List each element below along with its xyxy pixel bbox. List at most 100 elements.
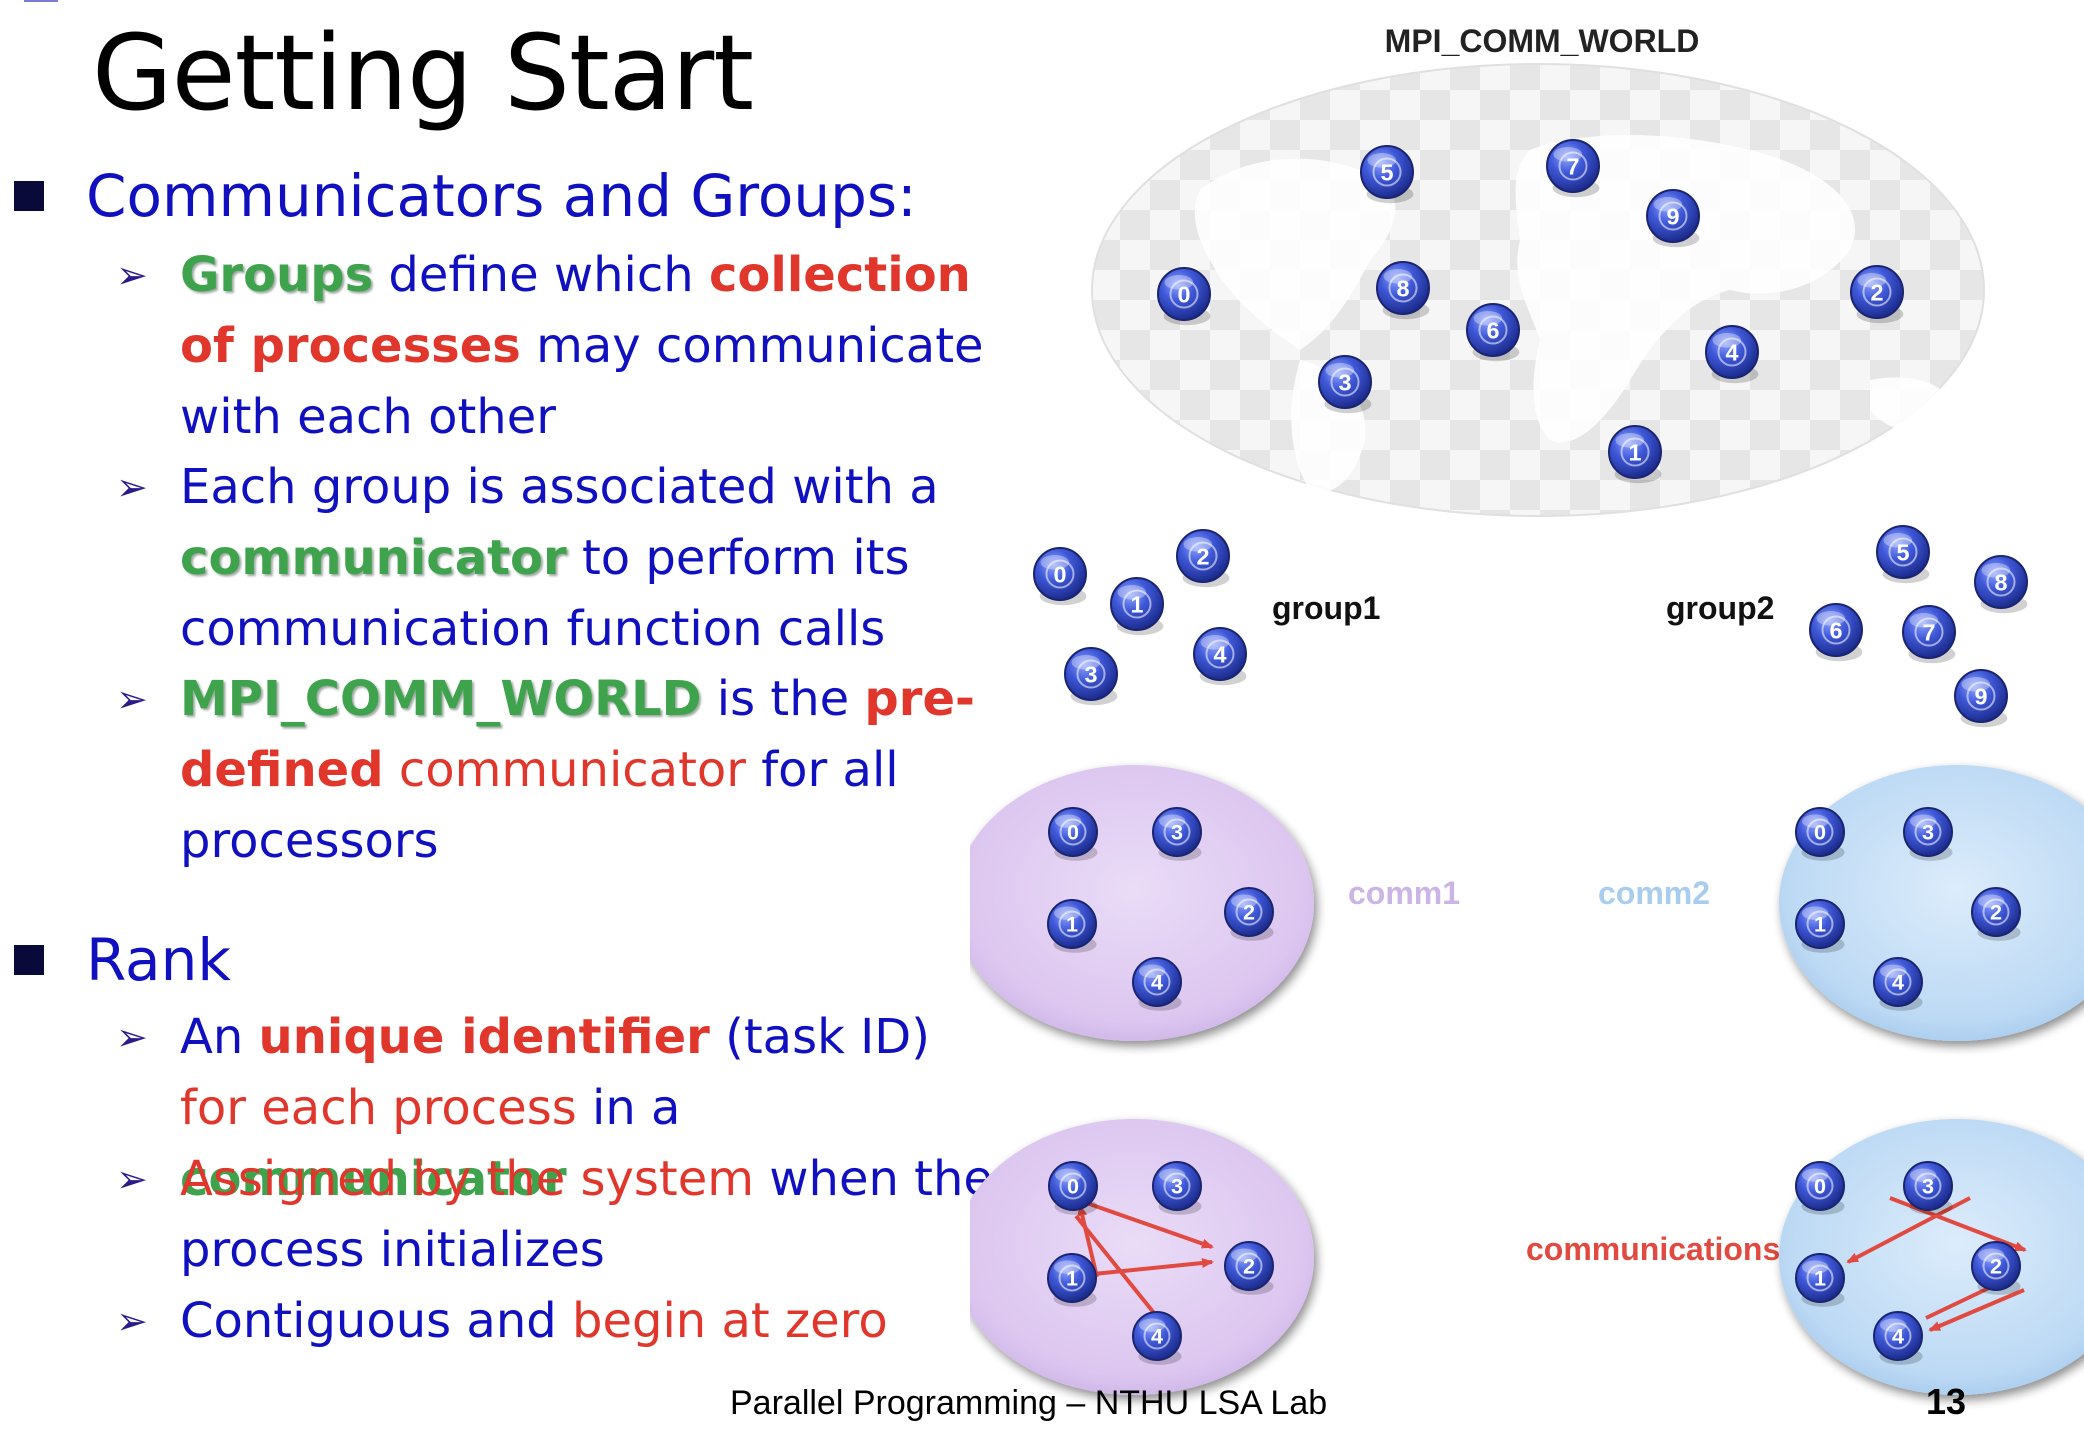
process-rank-label: 7 [1922,619,1935,645]
process-rank-label: 2 [1990,900,2002,925]
bullet-text-segment: communicator [180,1151,567,1207]
world-map-continent [1870,377,1956,433]
bullet-list: Communicators and Groups: ➢Groups define… [0,0,993,1438]
process-node: 2 [1224,1241,1274,1295]
process-node: 3 [1903,807,1953,861]
bullet-text: Assigned by the system when the process … [180,1144,996,1286]
arrow-bullet-icon: ➢ [116,465,148,509]
process-node: 2 [1971,1241,2021,1295]
bullet-text: Contiguous and begin at zero [180,1286,996,1357]
process-rank-label: 3 [1171,1174,1183,1199]
process-node: 0 [1048,1161,1098,1215]
process-rank-label: 0 [1067,820,1079,845]
process-node: 9 [1954,669,2008,728]
process-node: 1 [1795,899,1845,953]
comm1-ellipse [954,765,1314,1041]
arrow-bullet-icon: ➢ [116,1299,148,1343]
slide-corner-mark [24,0,58,2]
process-node: 6 [1809,603,1863,662]
comm2-communications-nodes: 0 3 2 1 4 [1795,1161,2021,1365]
square-bullet-icon [14,945,44,975]
section-heading-text: Communicators and Groups: [86,162,917,230]
process-node: 3 [1318,355,1372,414]
process-node: 1 [1047,1253,1097,1307]
process-rank-label: 3 [1171,820,1183,845]
process-rank-label: 1 [1814,1266,1826,1291]
process-node: 0 [1795,1161,1845,1215]
process-node: 5 [1360,145,1414,204]
section-heading-rank: Rank [14,924,231,996]
message-arrow [1073,1258,1214,1278]
bullet-text-segment: pre-defined [180,671,975,798]
bullet-text-segment: collection of processes [180,247,971,374]
bullet-text-segment: is the [701,671,865,727]
process-node: 7 [1546,139,1600,198]
arrow-bullet-icon: ➢ [116,253,148,297]
process-rank-label: 4 [1892,970,1904,995]
process-rank-label: 2 [1870,279,1883,305]
message-arrow [1077,1204,1099,1278]
process-node: 3 [1903,1161,1953,1215]
process-rank-label: 4 [1892,1324,1904,1349]
bullet-text-segment: (task ID) [709,1009,930,1065]
process-rank-label: 6 [1486,317,1499,343]
process-rank-label: 5 [1896,539,1909,565]
bullet-text-segment: Each group is associated with a [180,459,939,515]
process-node: 3 [1152,807,1202,861]
bullet-text-segment: communicator [180,530,567,586]
process-rank-label: 4 [1213,641,1226,667]
process-node: 3 [1152,1161,1202,1215]
bullet-text-segment: An [180,1009,259,1065]
process-rank-label: 5 [1380,159,1393,185]
message-arrow [1889,1196,2027,1252]
process-node: 0 [1795,807,1845,861]
process-node: 1 [1047,899,1097,953]
process-rank-label: 1 [1066,912,1078,937]
process-node: 4 [1873,1311,1923,1365]
process-node: 0 [1157,267,1211,326]
process-rank-label: 9 [1666,203,1679,229]
bullet-text-segment: may communicate with each other [180,318,984,445]
process-rank-label: 1 [1066,1266,1078,1291]
section-heading-communicators: Communicators and Groups: [14,160,917,232]
bullet-text: MPI_COMM_WORLD is the pre-defined commun… [180,664,996,877]
arrow-bullet-icon: ➢ [116,1157,148,1201]
section-heading-text: Rank [86,926,231,994]
bullet-text-segment: communicator [383,742,747,798]
process-node: 6 [1466,303,1520,362]
process-node: 4 [1873,957,1923,1011]
process-node: 8 [1376,261,1430,320]
process-rank-label: 1 [1814,912,1826,937]
process-rank-label: 4 [1151,1324,1163,1349]
world-map-continent [1194,158,1396,350]
bullet-text-segment: Assigned by the system [180,1151,755,1207]
process-rank-label: 8 [1396,275,1409,301]
bullet-text-segment: define which [373,247,709,303]
slide-footer: Parallel Programming – NTHU LSA Lab [730,1384,1328,1422]
process-rank-label: 2 [1196,543,1209,569]
process-node: 2 [1176,529,1230,588]
message-arrow [1846,1196,1971,1264]
bullet-mpi-comm-world: ➢MPI_COMM_WORLD is the pre-defined commu… [116,664,996,877]
square-bullet-icon [14,181,44,211]
process-node: 2 [1971,887,2021,941]
comm2-label: comm2 [1598,875,1710,911]
bullet-text: An unique identifier (task ID) for each … [180,1002,996,1215]
process-node: 2 [1224,887,1274,941]
process-rank-label: 8 [1994,569,2007,595]
process-rank-label: 3 [1338,369,1351,395]
process-node: 0 [1033,547,1087,606]
comm1-label: comm1 [1348,875,1460,911]
comm1-arrows [1073,1198,1214,1320]
message-arrow [1928,1288,2025,1332]
process-rank-label: 0 [1177,281,1190,307]
comm2-nodes: 0 3 2 1 4 [1795,807,2021,1011]
process-node: 7 [1902,605,1956,664]
process-node: 4 [1132,1311,1182,1365]
bullet-text-segment: Contiguous and [180,1293,572,1349]
bullet-text-segment: begin at zero [571,1293,888,1349]
process-rank-label: 2 [1990,1254,2002,1279]
